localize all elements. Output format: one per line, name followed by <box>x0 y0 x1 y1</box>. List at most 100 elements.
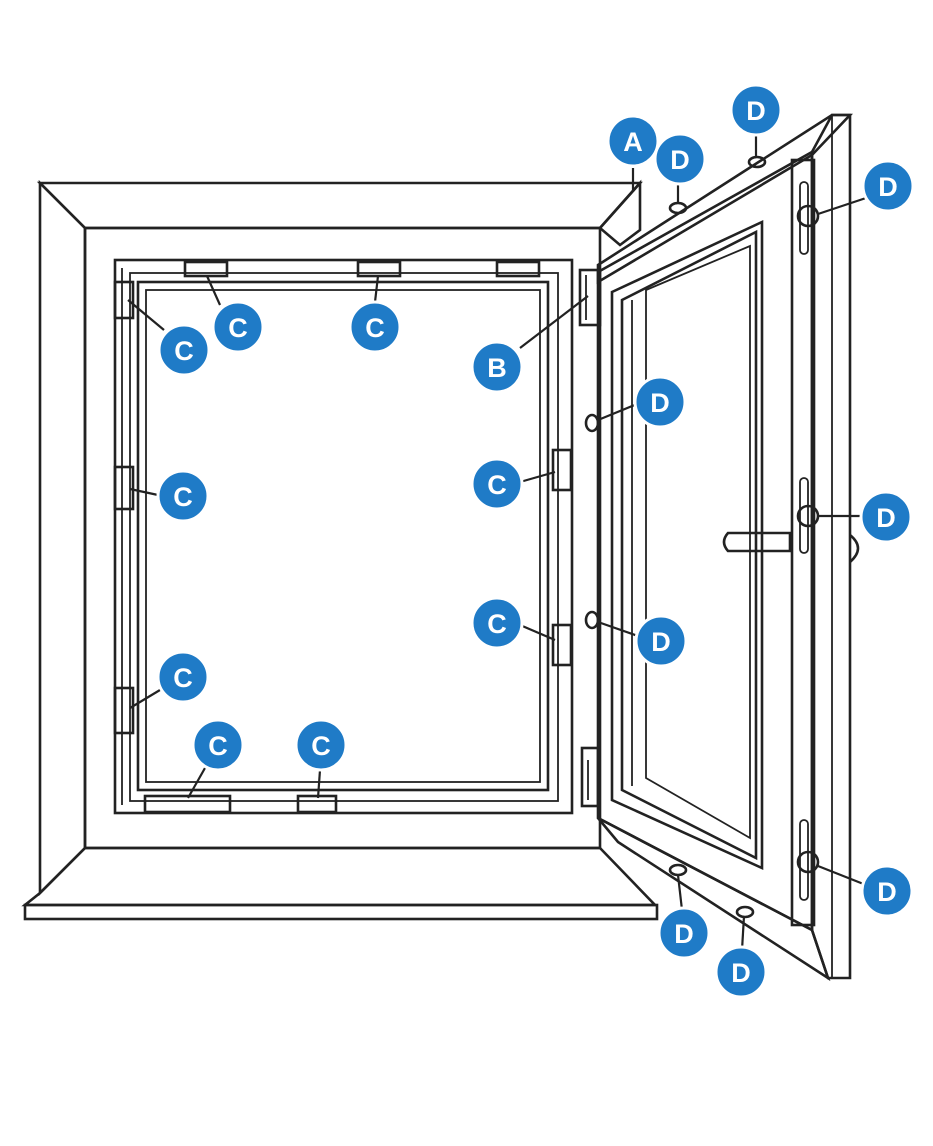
leader-d-6 <box>597 620 639 638</box>
callout-d-4: D <box>633 375 687 429</box>
sash-handle <box>722 531 792 553</box>
callout-label: D <box>650 388 670 418</box>
leader-c-right2 <box>519 623 556 642</box>
callout-c-left-1: C <box>157 323 211 377</box>
roller-pin-8 <box>668 863 688 877</box>
callout-d-1: D <box>653 132 707 186</box>
frame-right-reveal <box>598 179 642 247</box>
roller-slot-1 <box>799 181 809 255</box>
sash-outer-face <box>596 149 814 933</box>
leader-c-left1 <box>127 299 165 331</box>
callout-c-top-2: C <box>348 300 402 354</box>
frame-rebate-outer <box>113 258 574 815</box>
callout-badge-icon <box>348 300 402 354</box>
callout-label: C <box>487 470 507 500</box>
roller-pin-4 <box>584 413 600 433</box>
callout-label: C <box>365 313 385 343</box>
callout-d-5: D <box>859 490 913 544</box>
callout-label: C <box>228 313 248 343</box>
leader-c-left2 <box>129 487 159 497</box>
callout-badge-icon <box>729 83 783 137</box>
callout-badge-icon <box>294 718 348 772</box>
sash-glass-outer <box>620 229 758 861</box>
leader-d-8 <box>740 915 746 951</box>
callout-badge-icon <box>191 718 245 772</box>
roller-pin-3 <box>796 850 820 874</box>
callout-badge-icon <box>156 469 210 523</box>
leader-c-bot2 <box>316 769 322 799</box>
callout-c-top-1: C <box>211 300 265 354</box>
seal-clip-left-1 <box>113 280 135 320</box>
hinge-bottom <box>580 746 600 808</box>
callout-badge-icon <box>470 340 524 394</box>
roller-pin-6 <box>668 201 688 215</box>
window-frame <box>21 179 659 921</box>
leader-d-7 <box>676 874 684 911</box>
callout-label: D <box>746 96 766 126</box>
leader-c-top2 <box>373 275 380 303</box>
sash-inner-frame <box>610 219 764 871</box>
callout-label: D <box>877 877 897 907</box>
callout-badge-icon <box>861 159 915 213</box>
callout-label: D <box>670 145 690 175</box>
callout-badge-icon <box>657 906 711 960</box>
sash-side-edge <box>810 113 852 980</box>
frame-top-reveal <box>36 181 643 230</box>
callout-label: C <box>311 731 331 761</box>
frame-opening-outer <box>136 280 550 792</box>
callout-badge-icon <box>714 945 768 999</box>
callout-d-3: D <box>861 159 915 213</box>
roller-pin-9 <box>735 905 755 919</box>
leader-c-left3 <box>129 689 161 709</box>
callout-label: D <box>674 919 694 949</box>
sash-bottom-edge <box>597 816 831 982</box>
open-sash <box>596 113 860 982</box>
roller-pin-1 <box>796 204 820 228</box>
frame-opening-inner <box>145 289 541 783</box>
callout-badge-icon <box>470 596 524 650</box>
callout-c-left-3: C <box>156 650 210 704</box>
frame-rebate-mid <box>129 272 559 802</box>
leader-c-right1 <box>519 470 556 484</box>
callout-d-9: D <box>714 945 768 999</box>
callout-badge-icon <box>860 864 914 918</box>
callout-label: D <box>878 172 898 202</box>
callout-label: C <box>173 482 193 512</box>
sash-glass <box>645 244 751 840</box>
callout-d-7: D <box>860 864 914 918</box>
seal-clip-left-2 <box>113 465 135 511</box>
seal-clip-top-1 <box>183 260 229 278</box>
callout-badge-icon <box>633 375 687 429</box>
sash-profile-strip <box>790 158 816 927</box>
callout-label: C <box>487 609 507 639</box>
callout-badge-icon <box>156 650 210 704</box>
callout-c-bottom-2: C <box>294 718 348 772</box>
callout-d-8: D <box>657 906 711 960</box>
leader-b <box>519 295 589 349</box>
leader-d-4 <box>597 402 638 422</box>
frame-left-reveal <box>38 179 87 897</box>
callout-badge-icon <box>653 132 707 186</box>
callout-label: C <box>173 663 193 693</box>
leader-d-9 <box>817 864 867 887</box>
roller-slot-3 <box>799 819 809 901</box>
callout-a: A <box>606 114 660 168</box>
callout-label: B <box>487 353 507 383</box>
callout-label: C <box>174 336 194 366</box>
callout-label: D <box>876 503 896 533</box>
callout-c-right-1: C <box>470 457 524 511</box>
callout-badge-icon <box>634 614 688 668</box>
callout-badge-icon <box>211 300 265 354</box>
sash-handle-back <box>849 533 860 563</box>
roller-pin-5 <box>584 610 600 630</box>
leader-c-top1 <box>205 275 222 306</box>
seal-clip-bottom-2 <box>296 794 338 814</box>
callout-d-6: D <box>634 614 688 668</box>
seal-clip-right-2 <box>551 623 573 667</box>
callout-badge-icon <box>859 490 913 544</box>
window-sill-top <box>21 846 659 907</box>
callout-badge-icon <box>470 457 524 511</box>
callouts: A B C C C C C C <box>156 83 915 999</box>
callout-label: D <box>651 627 671 657</box>
